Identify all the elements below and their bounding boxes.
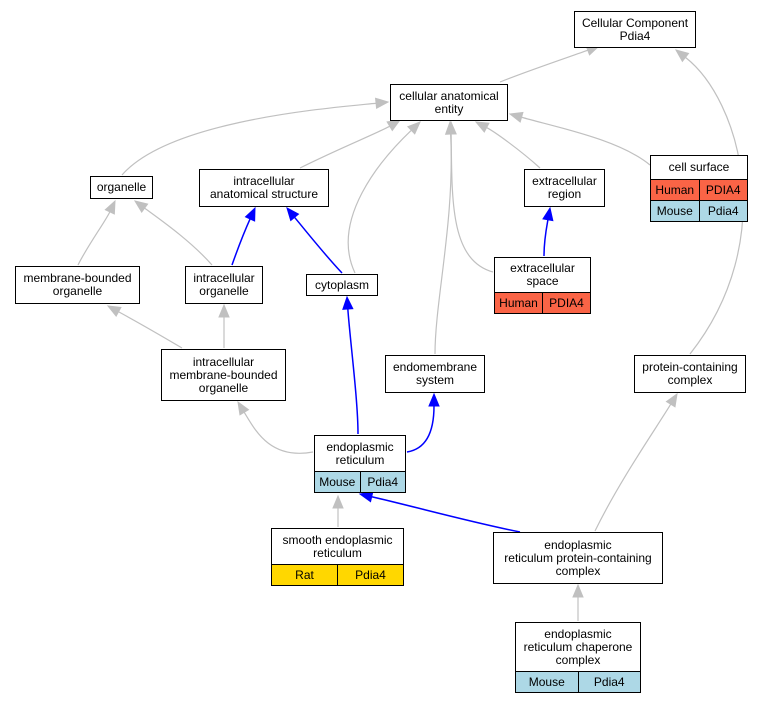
annotation-row-mouse: Mouse Pdia4: [651, 200, 747, 221]
edge-intracellular-membrane-bounded-organelle-to-membrane-bounded-organelle-arrowhead: [106, 305, 122, 318]
node-cellular-anatomical-entity[interactable]: cellular anatomical entity: [390, 84, 508, 121]
node-er-chaperone-complex[interactable]: endoplasmic reticulum chaperone complex …: [515, 622, 641, 693]
node-cellular-component[interactable]: Cellular Component Pdia4: [574, 11, 696, 48]
node-extracellular-region[interactable]: extracellular region: [524, 169, 605, 207]
node-cell-surface[interactable]: cell surface Human PDIA4 Mouse Pdia4: [650, 155, 748, 222]
species-cell: Mouse: [315, 472, 360, 492]
edge-endoplasmic-reticulum-to-cytoplasm: [347, 308, 359, 435]
node-label: extracellular region: [532, 174, 597, 201]
edge-intracellular-organelle-to-organelle: [144, 207, 213, 266]
node-protein-containing-complex[interactable]: protein-containing complex: [634, 355, 746, 393]
node-label: membrane-bounded organelle: [23, 271, 132, 298]
node-label: intracellular organelle: [193, 271, 255, 298]
edge-smooth-endoplasmic-reticulum-to-endoplasmic-reticulum-arrowhead: [332, 494, 344, 509]
edge-extracellular-space-to-extracellular-region: [543, 219, 549, 257]
edge-er-protein-containing-complex-to-protein-containing-complex: [594, 403, 672, 532]
species-cell: Human: [651, 180, 699, 200]
edge-endoplasmic-reticulum-to-endomembrane-system: [406, 405, 435, 453]
node-label: cell surface: [668, 160, 730, 174]
edge-endoplasmic-reticulum-to-intracellular-membrane-bounded-organelle: [243, 411, 314, 454]
edge-cellular-anatomical-entity-to-cellular-component: [499, 49, 588, 83]
node-membrane-bounded-organelle[interactable]: membrane-bounded organelle: [15, 266, 140, 304]
node-label: intracellular anatomical structure: [209, 174, 319, 201]
node-label: cytoplasm: [314, 277, 370, 292]
edge-cytoplasm-to-intracellular-anatomical-structure: [294, 216, 343, 274]
edge-extracellular-space-to-cellular-anatomical-entity-arrowhead: [445, 120, 457, 135]
annotation-row-mouse: Mouse Pdia4: [315, 471, 405, 492]
edge-endoplasmic-reticulum-to-endomembrane-system-arrowhead: [428, 392, 440, 407]
edge-organelle-to-cellular-anatomical-entity: [121, 102, 377, 176]
gene-cell: Pdia4: [698, 201, 747, 221]
node-label: protein-containing complex: [642, 360, 738, 387]
node-label: endoplasmic reticulum protein-containing…: [504, 537, 652, 578]
edge-cytoplasm-to-cellular-anatomical-entity-arrowhead: [406, 121, 421, 135]
edge-extracellular-region-to-cellular-anatomical-entity: [486, 127, 541, 169]
node-smooth-endoplasmic-reticulum[interactable]: smooth endoplasmic reticulum Rat Pdia4: [271, 528, 404, 586]
edge-intracellular-membrane-bounded-organelle-to-membrane-bounded-organelle: [118, 311, 183, 349]
species-cell: Rat: [272, 565, 337, 585]
edge-cytoplasm-to-cellular-anatomical-entity: [347, 129, 412, 274]
edge-intracellular-anatomical-structure-to-cellular-anatomical-entity: [299, 125, 391, 169]
node-label: organelle: [96, 180, 147, 194]
node-label: extracellular space: [510, 261, 575, 288]
node-cytoplasm[interactable]: cytoplasm: [306, 274, 378, 296]
gene-cell: Pdia4: [359, 472, 405, 492]
node-organelle[interactable]: organelle: [90, 176, 153, 199]
node-intracellular-membrane-bounded-organelle[interactable]: intracellular membrane-bounded organelle: [161, 349, 286, 401]
edge-er-protein-containing-complex-to-endoplasmic-reticulum-arrowhead: [358, 491, 374, 503]
edge-intracellular-organelle-to-intracellular-anatomical-structure-arrowhead: [244, 206, 256, 222]
annotation-row-human: Human PDIA4: [495, 292, 590, 313]
edge-organelle-to-cellular-anatomical-entity-arrowhead: [374, 97, 390, 110]
edge-er-protein-containing-complex-to-protein-containing-complex-arrowhead: [665, 392, 678, 408]
gene-cell: Pdia4: [337, 565, 403, 585]
gene-cell: Pdia4: [577, 672, 640, 692]
annotation-row-mouse: Mouse Pdia4: [516, 671, 640, 692]
edge-endomembrane-system-to-cellular-anatomical-entity: [434, 133, 452, 355]
edge-cell-surface-to-cellular-anatomical-entity: [521, 116, 651, 166]
edge-cell-surface-to-cellular-anatomical-entity-arrowhead: [508, 111, 524, 123]
edge-endoplasmic-reticulum-to-cytoplasm-arrowhead: [342, 295, 354, 310]
edge-membrane-bounded-organelle-to-organelle-arrowhead: [104, 199, 116, 215]
node-intracellular-organelle[interactable]: intracellular organelle: [185, 266, 263, 304]
species-cell: Mouse: [516, 672, 578, 692]
node-endomembrane-system[interactable]: endomembrane system: [385, 355, 485, 393]
node-label: smooth endoplasmic reticulum: [282, 532, 393, 560]
node-label: intracellular membrane-bounded organelle: [169, 354, 278, 395]
edge-intracellular-organelle-to-intracellular-anatomical-structure: [231, 218, 251, 266]
edge-extracellular-region-to-cellular-anatomical-entity-arrowhead: [474, 121, 490, 133]
edge-intracellular-anatomical-structure-to-cellular-anatomical-entity-arrowhead: [386, 119, 402, 132]
species-cell: Human: [495, 293, 542, 313]
edge-er-protein-containing-complex-to-endoplasmic-reticulum: [371, 495, 521, 533]
node-label: endoplasmic reticulum chaperone complex: [523, 626, 633, 667]
node-label: endomembrane system: [392, 360, 478, 387]
node-endoplasmic-reticulum[interactable]: endoplasmic reticulum Mouse Pdia4: [314, 435, 406, 493]
annotation-row-rat: Rat Pdia4: [272, 564, 403, 585]
edge-membrane-bounded-organelle-to-organelle: [77, 211, 111, 266]
node-extracellular-space[interactable]: extracellular space Human PDIA4: [494, 257, 591, 314]
gene-cell: PDIA4: [698, 180, 747, 200]
edge-intracellular-organelle-to-organelle-arrowhead: [133, 200, 149, 214]
edge-extracellular-space-to-cellular-anatomical-entity: [450, 133, 494, 273]
node-er-protein-containing-complex[interactable]: endoplasmic reticulum protein-containing…: [493, 532, 663, 584]
node-label: cellular anatomical entity: [399, 88, 499, 116]
node-intracellular-anatomical-structure[interactable]: intracellular anatomical structure: [199, 169, 329, 207]
species-cell: Mouse: [651, 201, 699, 221]
edge-intracellular-membrane-bounded-organelle-to-intracellular-organelle-arrowhead: [218, 303, 230, 318]
edge-extracellular-space-to-extracellular-region-arrowhead: [542, 206, 554, 222]
edge-er-chaperone-complex-to-er-protein-containing-complex-arrowhead: [572, 583, 584, 598]
node-label: Cellular Component Pdia4: [581, 15, 689, 43]
gene-cell: PDIA4: [542, 293, 590, 313]
node-label: endoplasmic reticulum: [326, 439, 394, 467]
edge-endoplasmic-reticulum-to-intracellular-membrane-bounded-organelle-arrowhead: [237, 400, 250, 416]
annotation-row-human: Human PDIA4: [651, 179, 747, 200]
edge-cytoplasm-to-intracellular-anatomical-structure-arrowhead: [286, 206, 300, 222]
edge-protein-containing-complex-to-cellular-component-arrowhead: [674, 49, 690, 63]
